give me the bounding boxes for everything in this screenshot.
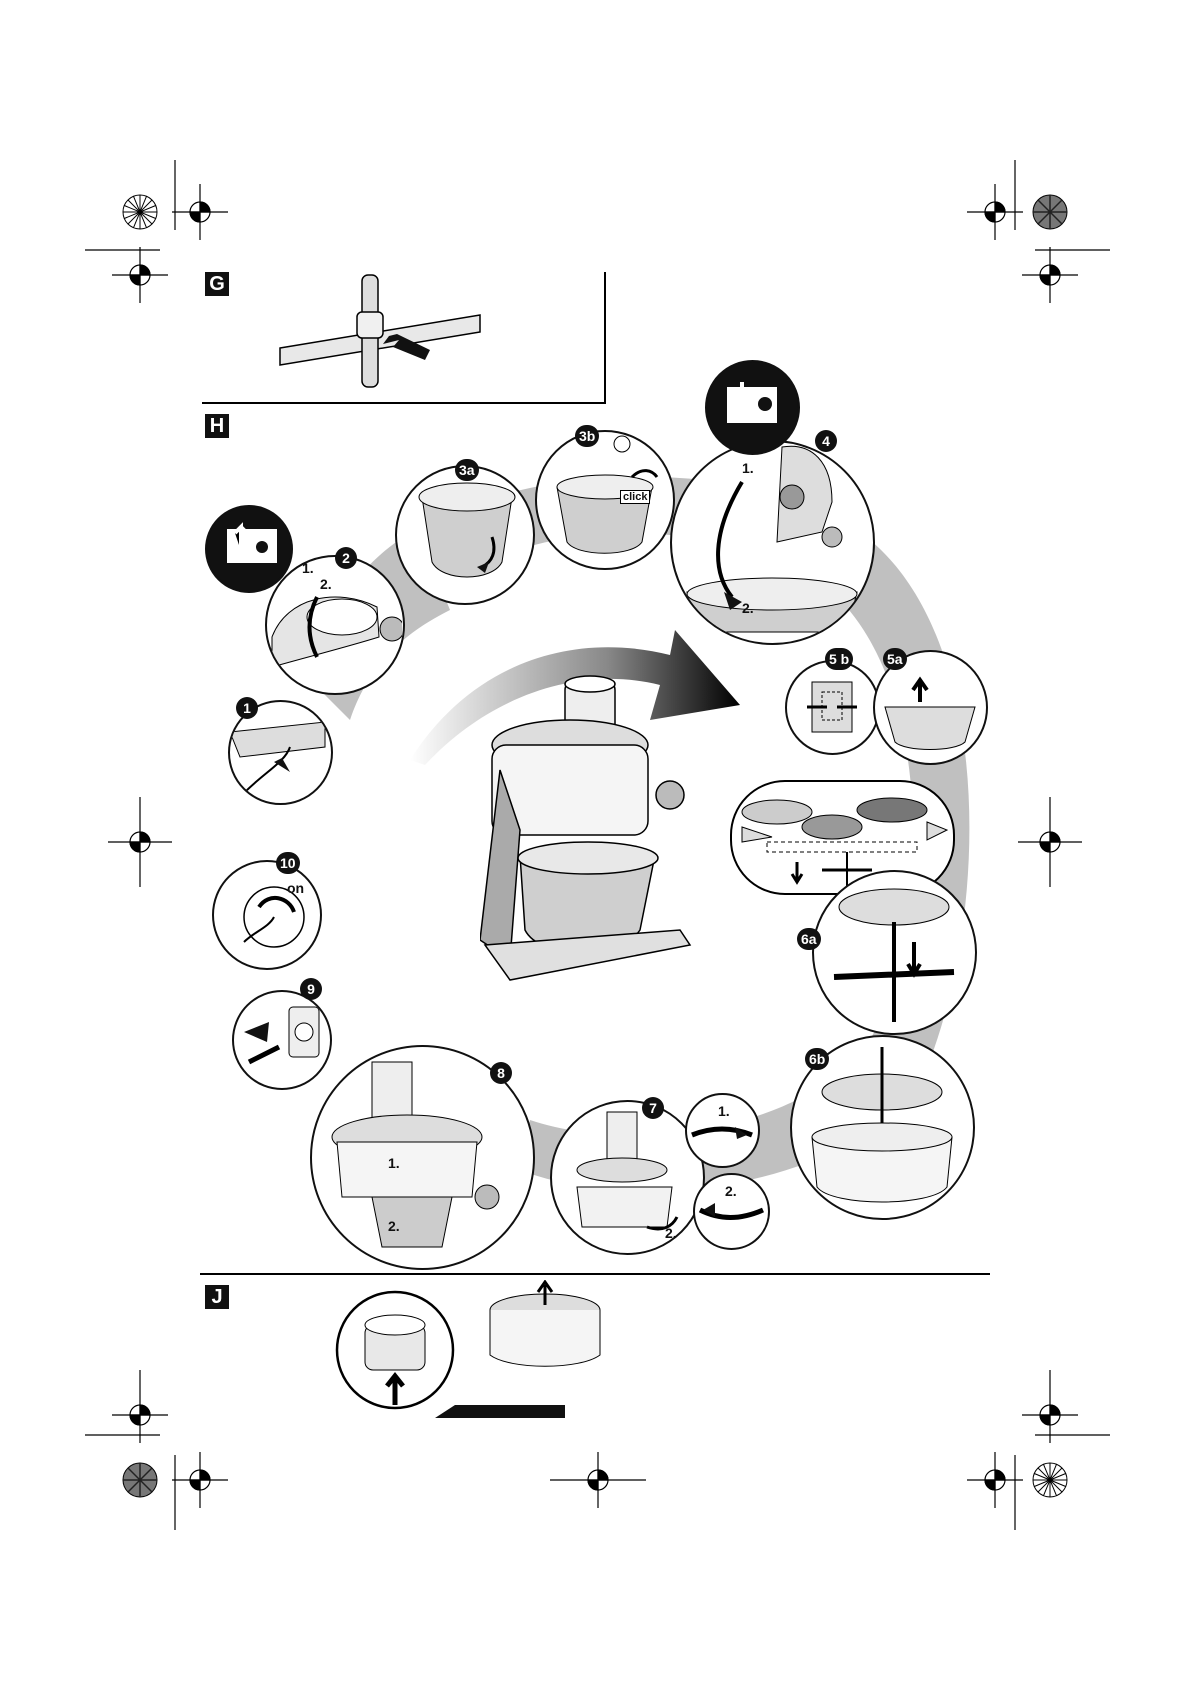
step-7-inset-2-label: 2. [725, 1183, 737, 1199]
step-badge-2: 2 [335, 547, 357, 569]
step-4-label-first: 1. [742, 460, 754, 476]
step-badge-5a: 5a [883, 648, 907, 670]
step-badge-10: 10 [276, 852, 300, 874]
step-3b-panel [535, 430, 675, 570]
section-j-rule [200, 1273, 990, 1275]
step-badge-3a: 3a [455, 459, 479, 481]
section-g-frame [202, 272, 606, 404]
step-6a-panel [812, 870, 977, 1035]
step-badge-6b: 6b [805, 1048, 830, 1070]
step-7-label-second: 2. [665, 1225, 677, 1241]
step-badge-4: 4 [815, 430, 837, 452]
step-1-panel [228, 700, 333, 805]
step-9-panel [232, 990, 332, 1090]
rotation-arrow [410, 630, 740, 765]
step-2-inset [205, 505, 293, 593]
step-2-label-first: 1. [302, 560, 314, 576]
step-4-inset [705, 360, 800, 455]
step-5b-panel [785, 660, 880, 755]
on-label: on [287, 880, 305, 896]
step-7-panel [550, 1100, 705, 1255]
step-10-panel [212, 860, 322, 970]
step-badge-8: 8 [490, 1062, 512, 1084]
step-badge-7: 7 [642, 1097, 664, 1119]
click-label: click [620, 490, 651, 504]
food-processor-illustration [480, 675, 692, 981]
step-4-label-second: 2. [742, 600, 754, 616]
step-7-inset-1-label: 1. [718, 1103, 730, 1119]
section-label-h: H [205, 414, 229, 438]
step-badge-6a: 6a [797, 928, 821, 950]
step-3a-panel [395, 465, 535, 605]
step-7-inset-2 [693, 1173, 770, 1250]
section-label-j: J [205, 1285, 229, 1309]
step-badge-5b: 5 b [825, 648, 854, 670]
step-8-label-first: 1. [388, 1155, 400, 1171]
step-badge-9: 9 [300, 978, 322, 1000]
step-badge-1: 1 [236, 697, 258, 719]
section-j-illustration [335, 1280, 601, 1418]
step-4-panel [670, 440, 875, 645]
section-label-g: G [205, 272, 229, 296]
step-8-label-second: 2. [388, 1218, 400, 1234]
step-7-inset-1 [685, 1093, 760, 1168]
step-2-label-second: 2. [320, 576, 332, 592]
step-badge-3b: 3b [575, 425, 600, 447]
disc-shaft-illustration [279, 274, 481, 388]
step-2-panel [265, 555, 405, 695]
